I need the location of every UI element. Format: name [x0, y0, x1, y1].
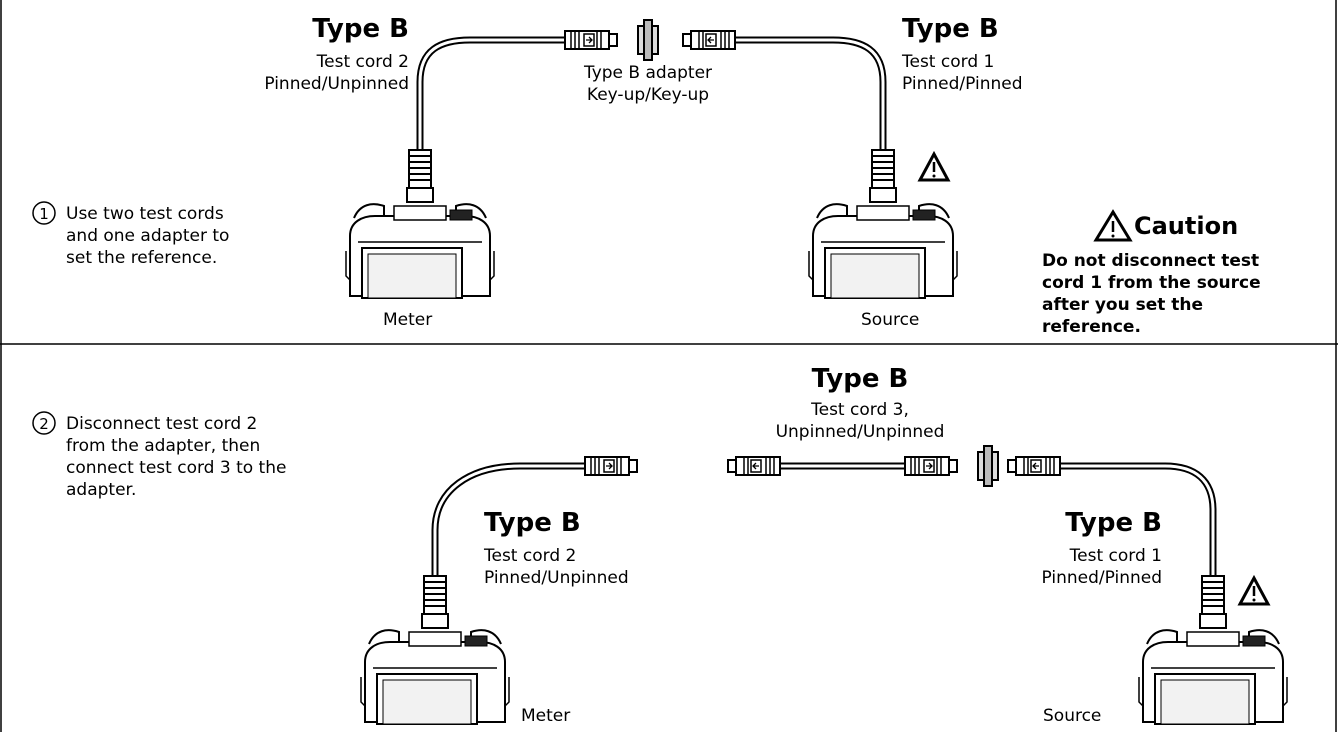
- adapter-s2: [977, 445, 999, 487]
- cord2-type-s1: Type B: [312, 14, 409, 44]
- step-1-circle: 1: [32, 201, 56, 225]
- step-2-line-2: from the adapter, then: [66, 436, 261, 456]
- cord3-name: Test cord 3,: [811, 400, 909, 420]
- boot-source-s1: [869, 149, 897, 203]
- meter-device-s2: [360, 629, 510, 725]
- caution-line-3: after you set the: [1042, 295, 1204, 315]
- adapter-name-s1: Type B adapter: [583, 63, 713, 83]
- cord1-name-s1: Test cord 1: [902, 52, 995, 72]
- boot-source-s2: [1199, 575, 1227, 629]
- cord2-type-s2: Type B: [484, 508, 581, 538]
- source-label-s2: Source: [1040, 706, 1105, 727]
- connector-cord1-s2: [1007, 456, 1061, 476]
- cord2-pinning-s1: Pinned/Unpinned: [264, 74, 409, 94]
- warning-icon-s2: [1237, 574, 1271, 606]
- step-1-line-3: set the reference.: [66, 248, 218, 268]
- cord1-type-s1: Type B: [902, 14, 999, 44]
- cable-cord1-s2: [1060, 462, 1217, 576]
- boot-meter-s2: [421, 575, 449, 629]
- caution-warning-icon: [1093, 209, 1133, 242]
- step-1-number: 1: [39, 205, 49, 223]
- step-2-number: 2: [39, 415, 49, 433]
- meter-label-s1: Meter: [380, 310, 436, 331]
- connector-cord2-s1: [564, 30, 618, 50]
- step-2-line-1: Disconnect test cord 2: [66, 414, 258, 434]
- step-2-line-3: connect test cord 3 to the: [66, 458, 287, 478]
- connector-cord2-s2: [584, 456, 638, 476]
- cord1-type-s2: Type B: [1065, 508, 1162, 538]
- cord2-name-s1: Test cord 2: [316, 52, 409, 72]
- source-device-s2: [1138, 629, 1288, 725]
- meter-device-s1: [345, 203, 495, 299]
- cord3-pinning: Unpinned/Unpinned: [775, 422, 945, 442]
- meter-label-s2: Meter: [518, 706, 574, 727]
- cord1-name-s2: Test cord 1: [1069, 546, 1162, 566]
- adapter-keying-s1: Key-up/Key-up: [586, 85, 710, 105]
- cord2-name-s2: Test cord 2: [484, 546, 577, 566]
- connector-cord3-right: [904, 456, 958, 476]
- cable-cord2-s1: [416, 36, 565, 150]
- cord1-pinning-s1: Pinned/Pinned: [902, 74, 1023, 94]
- cable-cord2-s2: [431, 462, 585, 576]
- caution-line-4: reference.: [1042, 317, 1141, 337]
- cable-cord1-s1: [735, 36, 887, 150]
- step-2-line-4: adapter.: [66, 480, 137, 500]
- caution-title: Caution: [1134, 212, 1239, 240]
- step-1-line-1: Use two test cords: [66, 204, 224, 224]
- warning-icon: [917, 150, 951, 182]
- source-device-s1: [808, 203, 958, 299]
- connector-cord3-left: [727, 456, 781, 476]
- caution-line-2: cord 1 from the source: [1042, 273, 1261, 293]
- caution-line-1: Do not disconnect test: [1042, 251, 1260, 271]
- step-2-circle: 2: [32, 411, 56, 435]
- step-1-line-2: and one adapter to: [66, 226, 230, 246]
- connector-cord1-s1: [682, 30, 736, 50]
- boot-meter-s1: [406, 149, 434, 203]
- cord2-pinning-s2: Pinned/Unpinned: [484, 568, 629, 588]
- cord1-pinning-s2: Pinned/Pinned: [1041, 568, 1162, 588]
- cord3-type: Type B: [811, 364, 909, 394]
- adapter-s1: [637, 19, 659, 61]
- source-label-s1: Source: [858, 310, 923, 331]
